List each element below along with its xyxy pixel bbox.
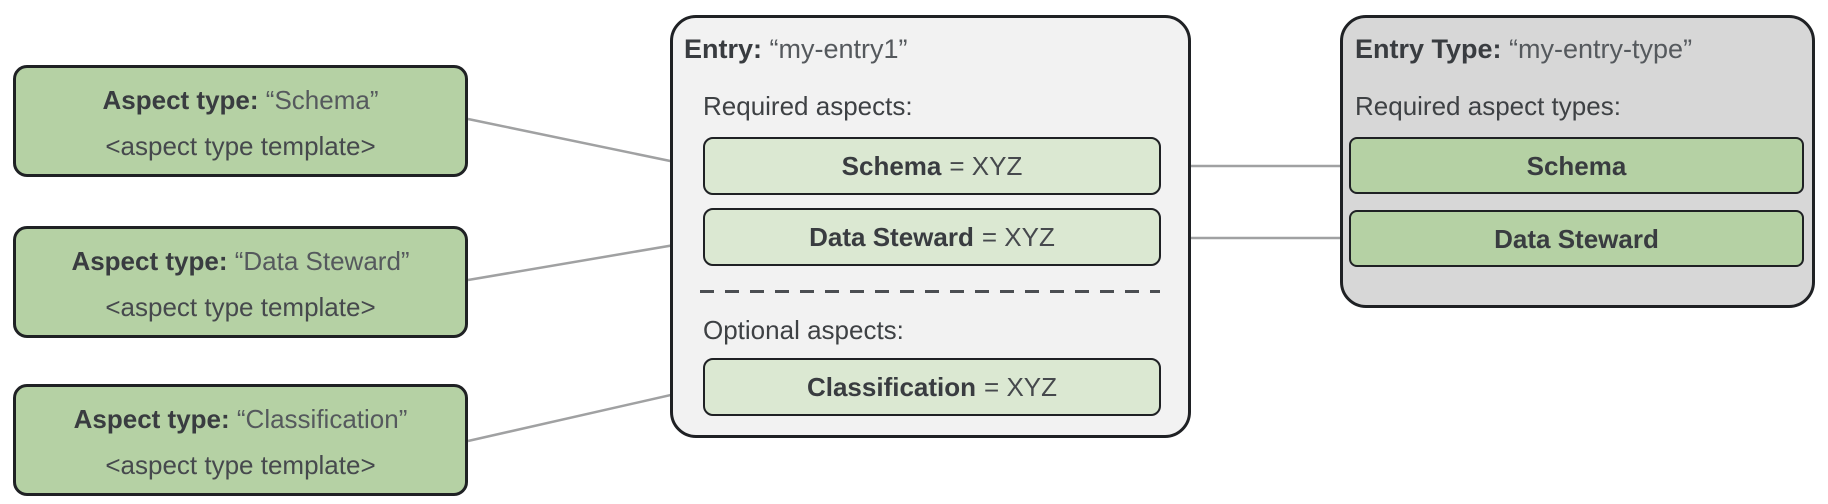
- entry-type-aspect-schema: Schema: [1349, 137, 1804, 194]
- aspect-type-label: Aspect type:: [73, 404, 230, 434]
- entry-aspect-schema: Schema= XYZ: [703, 137, 1161, 195]
- required-aspect-types-heading: Required aspect types:: [1355, 91, 1621, 121]
- entry-type-aspect-name: Data Steward: [1494, 223, 1659, 254]
- aspect-type-label: Aspect type:: [102, 85, 259, 115]
- aspect-type-template: <aspect type template>: [105, 131, 376, 161]
- aspect-type-card-title: Aspect type: “Data Steward”: [71, 246, 409, 276]
- optional-aspects-heading: Optional aspects:: [703, 315, 904, 345]
- aspect-type-name: “Schema”: [265, 85, 379, 115]
- entry-aspect-name: Schema: [841, 151, 942, 181]
- required-optional-divider: [700, 290, 1160, 293]
- aspect-type-name: “Data Steward”: [234, 246, 410, 276]
- entry-aspect-name: Classification: [806, 372, 977, 402]
- entry-panel: Entry: “my-entry1” Required aspects: Sch…: [670, 15, 1191, 438]
- entry-type-label: Entry Type:: [1355, 34, 1502, 64]
- aspect-type-card-classification: Aspect type: “Classification” <aspect ty…: [13, 384, 468, 496]
- entry-type-aspect-name: Schema: [1526, 150, 1627, 181]
- entry-aspect-value: = XYZ: [949, 151, 1023, 181]
- entry-type-aspect-data-steward: Data Steward: [1349, 210, 1804, 267]
- required-aspects-heading: Required aspects:: [703, 91, 913, 121]
- entry-name: “my-entry1”: [769, 34, 908, 64]
- entry-aspect-data-steward: Data Steward= XYZ: [703, 208, 1161, 266]
- entry-type-panel-title: Entry Type: “my-entry-type”: [1355, 34, 1692, 64]
- aspect-type-card-schema: Aspect type: “Schema” <aspect type templ…: [13, 65, 468, 177]
- aspect-type-card-title: Aspect type: “Classification”: [74, 404, 408, 434]
- aspect-type-label: Aspect type:: [71, 246, 228, 276]
- entry-type-name: “my-entry-type”: [1509, 34, 1693, 64]
- entry-type-panel: Entry Type: “my-entry-type” Required asp…: [1340, 15, 1815, 308]
- aspect-type-template: <aspect type template>: [105, 292, 376, 322]
- aspect-type-card-title: Aspect type: “Schema”: [103, 85, 379, 115]
- entry-aspect-value: = XYZ: [984, 372, 1058, 402]
- entry-aspect-name: Data Steward: [809, 222, 974, 252]
- connector-data-steward-aspect-to-entry: [467, 238, 705, 282]
- aspect-type-name: “Classification”: [236, 404, 408, 434]
- entry-panel-title: Entry: “my-entry1”: [684, 34, 908, 64]
- connector-classification-aspect-to-entry: [467, 385, 707, 443]
- aspect-type-card-data-steward: Aspect type: “Data Steward” <aspect type…: [13, 226, 468, 338]
- aspect-type-template: <aspect type template>: [105, 450, 376, 480]
- entry-aspect-classification: Classification= XYZ: [703, 358, 1161, 416]
- entry-aspect-value: = XYZ: [981, 222, 1055, 252]
- entry-label: Entry:: [684, 34, 763, 64]
- connector-schema-aspect-to-entry: [467, 117, 705, 170]
